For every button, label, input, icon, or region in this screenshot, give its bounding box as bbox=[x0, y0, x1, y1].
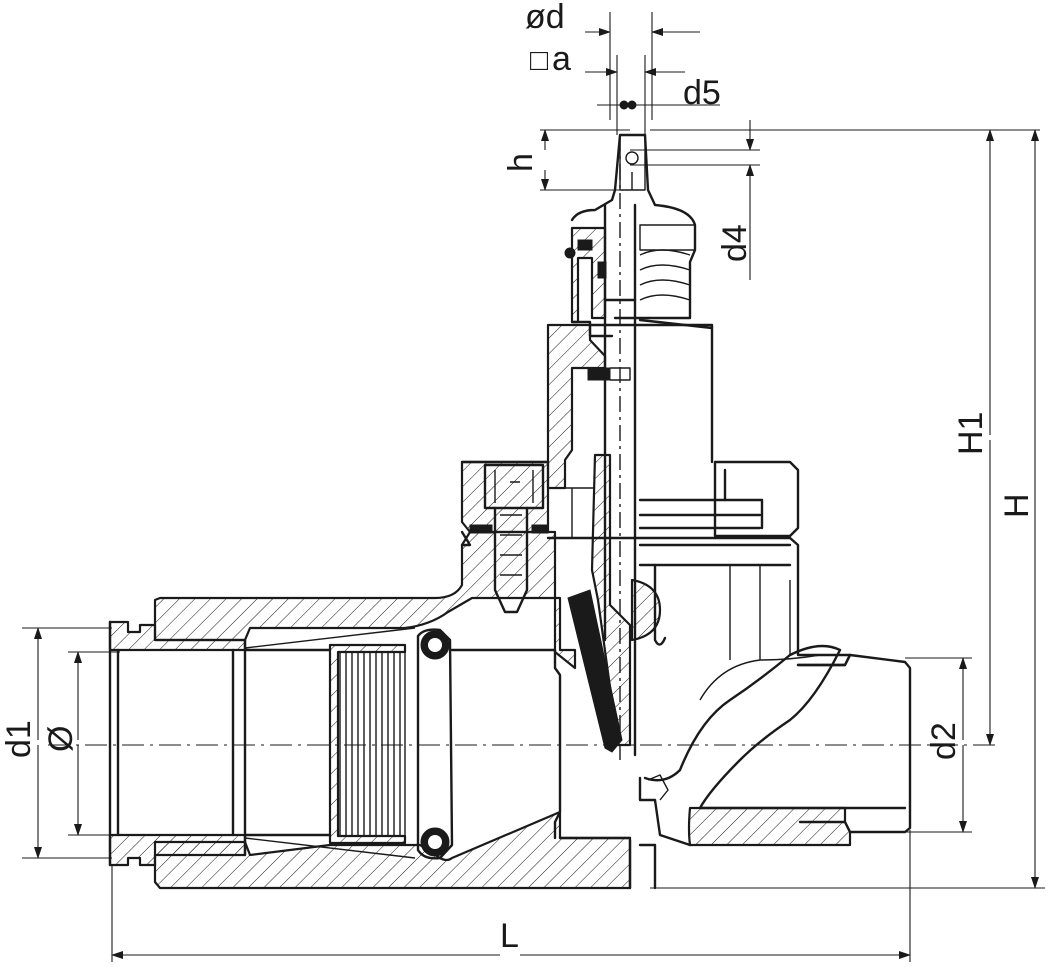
thread-lines bbox=[339, 652, 401, 836]
socket-ring-top bbox=[108, 620, 247, 652]
label-H1: H1 bbox=[952, 412, 990, 455]
square-symbol-icon: □ bbox=[530, 44, 549, 77]
bolt-head bbox=[483, 463, 545, 510]
break-line bbox=[643, 644, 842, 810]
valve-body bbox=[108, 530, 632, 890]
top-actuator bbox=[564, 133, 714, 338]
label-d1: d1 bbox=[0, 720, 38, 758]
label-d4: d4 bbox=[716, 224, 754, 262]
label-od: ød bbox=[525, 0, 565, 36]
bolt-shaft bbox=[493, 506, 529, 614]
label-h: h bbox=[502, 153, 540, 172]
dimensions bbox=[22, 12, 1045, 962]
outlet-lower-wall bbox=[687, 806, 852, 847]
dimension-labels: ød □ a d5 h d4 H1 H d1 Ø d2 L bbox=[0, 0, 1036, 955]
bolt-flange bbox=[460, 460, 550, 534]
gland-nut bbox=[713, 460, 800, 538]
label-a: a bbox=[552, 40, 571, 78]
right-outlet bbox=[628, 565, 912, 890]
label-diameter: Ø bbox=[42, 726, 80, 752]
outlet-pipe bbox=[796, 653, 912, 834]
gate-wedge bbox=[590, 453, 632, 747]
label-H: H bbox=[998, 493, 1036, 518]
label-d2: d2 bbox=[925, 722, 963, 760]
label-d5: d5 bbox=[683, 74, 721, 112]
label-L: L bbox=[500, 917, 519, 955]
body-upper-wall bbox=[153, 530, 577, 670]
operating-cap bbox=[570, 133, 697, 320]
bonnet-assembly bbox=[460, 135, 852, 760]
